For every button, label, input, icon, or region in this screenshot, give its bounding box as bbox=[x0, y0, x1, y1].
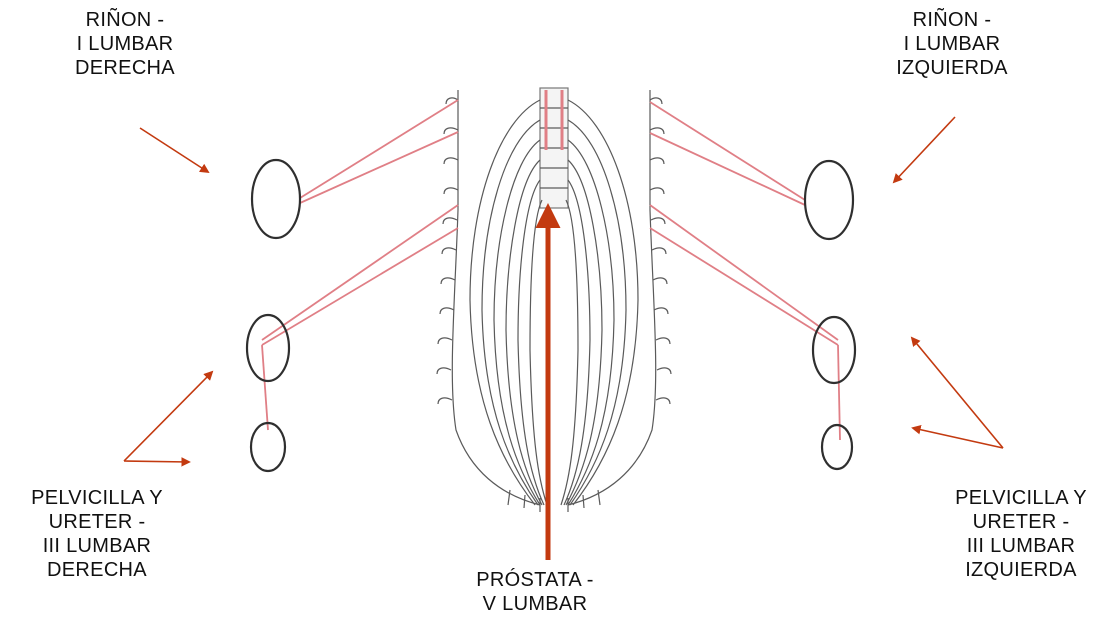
label-line: I LUMBAR bbox=[60, 32, 190, 56]
label-line: DERECHA bbox=[2, 558, 192, 582]
pelvis-right-outline bbox=[247, 315, 289, 381]
kidney-right-outline bbox=[252, 160, 300, 238]
label-line: III LUMBAR bbox=[2, 534, 192, 558]
label-line: IZQUIERDA bbox=[925, 558, 1117, 582]
label-line: URETER - bbox=[925, 510, 1117, 534]
arrow-kidney-right bbox=[140, 128, 208, 172]
label-line: RIÑON - bbox=[877, 8, 1027, 32]
label-line: RIÑON - bbox=[60, 8, 190, 32]
label-line: PRÓSTATA - bbox=[440, 568, 630, 592]
arrow-pelvis-right-upper bbox=[124, 372, 212, 461]
label-line: I LUMBAR bbox=[877, 32, 1027, 56]
label-pelvis-ureter-left: PELVICILLA Y URETER - III LUMBAR IZQUIER… bbox=[925, 486, 1117, 582]
label-line: IZQUIERDA bbox=[877, 56, 1027, 80]
label-prostate: PRÓSTATA - V LUMBAR bbox=[440, 568, 630, 616]
label-pelvis-ureter-right: PELVICILLA Y URETER - III LUMBAR DERECHA bbox=[2, 486, 192, 582]
label-line: PELVICILLA Y bbox=[925, 486, 1117, 510]
spine-nerve-fan bbox=[437, 88, 671, 512]
ureter-right-outline bbox=[251, 423, 285, 471]
arrow-pelvis-right-lower bbox=[124, 461, 189, 462]
kidney-left-outline bbox=[805, 161, 853, 239]
label-line: URETER - bbox=[2, 510, 192, 534]
label-kidney-right: RIÑON - I LUMBAR DERECHA bbox=[60, 8, 190, 80]
label-line: V LUMBAR bbox=[440, 592, 630, 616]
label-line: DERECHA bbox=[60, 56, 190, 80]
label-line: PELVICILLA Y bbox=[2, 486, 192, 510]
pelvis-left-outline bbox=[813, 317, 855, 383]
label-kidney-left: RIÑON - I LUMBAR IZQUIERDA bbox=[877, 8, 1027, 80]
arrow-kidney-left bbox=[894, 117, 955, 182]
label-line: III LUMBAR bbox=[925, 534, 1117, 558]
ureter-left-outline bbox=[822, 425, 852, 469]
